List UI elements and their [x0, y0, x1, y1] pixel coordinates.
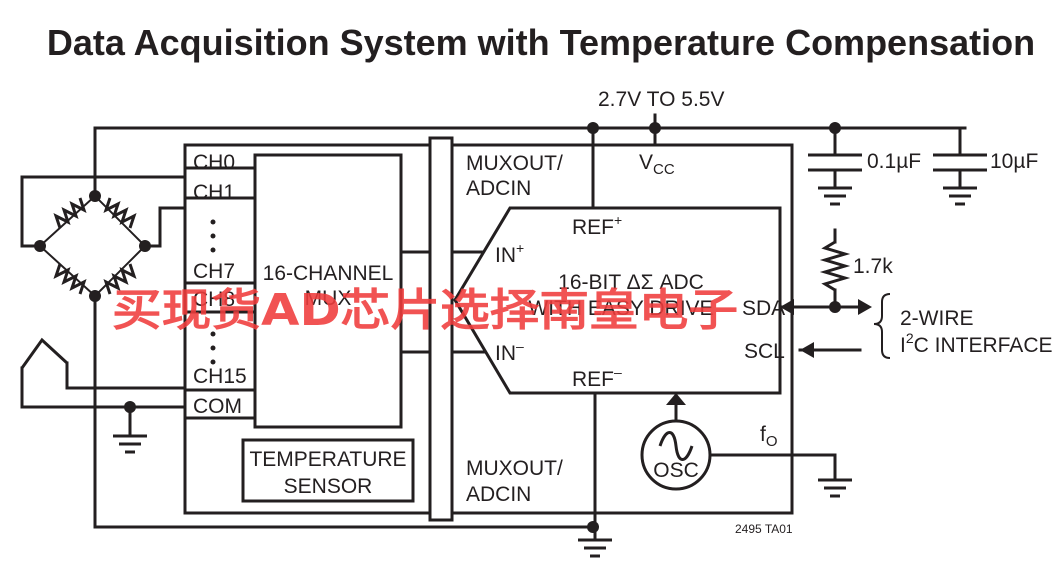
muxout-bus — [428, 136, 454, 522]
ref-minus-label: REF– — [572, 364, 622, 391]
sda-label: SDA — [742, 297, 785, 320]
mux-label-line1: 16-CHANNEL — [263, 262, 394, 285]
ic-package-outline — [183, 143, 794, 515]
adc-block — [453, 206, 782, 395]
vcc-label: VCC — [639, 151, 675, 178]
sine-wave-icon — [658, 431, 694, 461]
muxout-bottom-line1: MUXOUT/ — [466, 457, 563, 480]
capacitor-symbols — [808, 153, 987, 188]
in-minus-label: IN– — [495, 338, 524, 365]
bridge-resistors — [53, 197, 137, 295]
fo-label: fO — [760, 423, 778, 450]
channel-label-ch7: CH7 — [193, 260, 235, 283]
channel-label-ch15: CH15 — [193, 365, 247, 388]
adc-label-line1: 16-BIT ΔΣ ADC — [558, 271, 704, 294]
mux-label-line2: MUX — [305, 287, 352, 310]
signal-arrows — [666, 299, 872, 405]
figure-id: 2495 TA01 — [735, 522, 793, 536]
temperature-sensor-block — [241, 438, 415, 503]
scl-label: SCL — [744, 340, 785, 363]
adc-label-line2: WITH EASY DRIVE — [528, 297, 713, 320]
capacitor-label-2: 10µF — [990, 150, 1038, 173]
channel-label-com: COM — [193, 395, 242, 418]
capacitor-label-1: 0.1µF — [867, 150, 921, 173]
temp-sensor-label-line2: SENSOR — [284, 475, 373, 498]
watermark-text: 买现货AD芯片选择南皇电子 — [112, 285, 738, 336]
muxout-top-line1: MUXOUT/ — [466, 152, 563, 175]
temp-sensor-label-line1: TEMPERATURE — [249, 448, 406, 471]
mux-block — [253, 153, 403, 429]
junction-dots — [34, 122, 841, 533]
channel-label-ch0: CH0 — [193, 151, 235, 174]
ref-plus-label: REF+ — [572, 212, 622, 239]
in-plus-label: IN+ — [495, 240, 524, 267]
ground-symbols — [113, 186, 977, 558]
channel-label-ch1: CH1 — [193, 181, 235, 204]
supply-voltage-label: 2.7V TO 5.5V — [598, 88, 724, 111]
pullup-resistor — [819, 240, 851, 292]
thermocouple-icon — [20, 337, 69, 369]
interface-label-line1: 2-WIRE — [900, 307, 974, 330]
diagram-title: Data Acquisition System with Temperature… — [47, 22, 1035, 63]
muxout-top-line2: ADCIN — [466, 177, 531, 200]
resistor-label: 1.7k — [853, 255, 893, 278]
interface-label-line2: I2C INTERFACE — [900, 330, 1053, 357]
osc-label: OSC — [653, 459, 699, 482]
channel-label-ch8: CH8 — [193, 288, 235, 311]
muxout-bottom-line2: ADCIN — [466, 483, 531, 506]
interface-brace — [873, 293, 891, 359]
